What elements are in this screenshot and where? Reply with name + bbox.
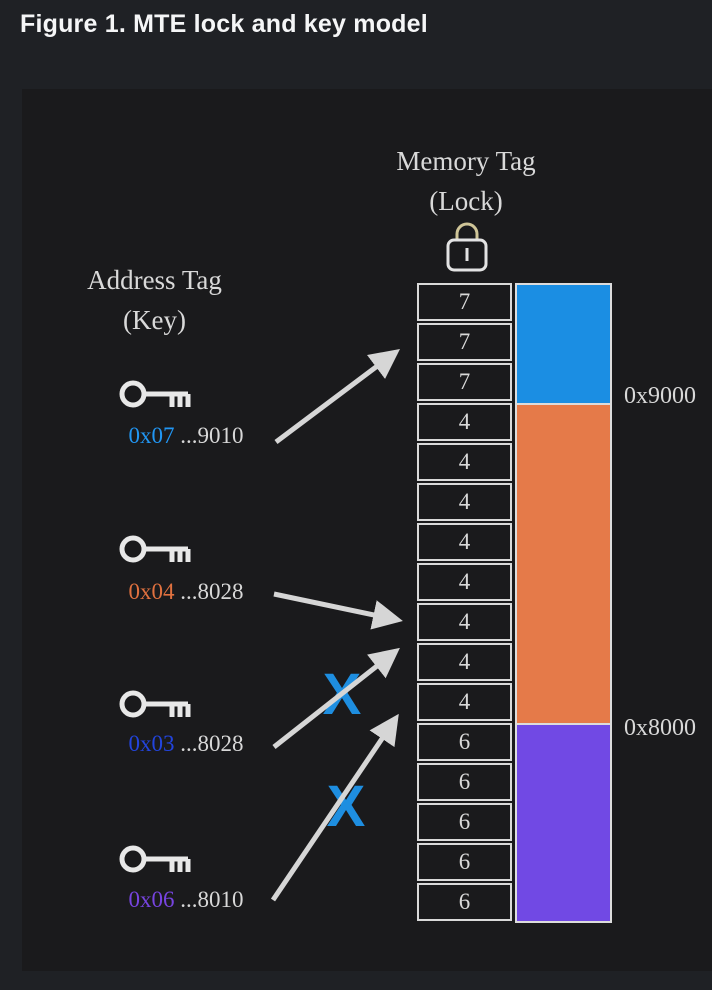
memory-tag-cell: 6 xyxy=(417,883,512,921)
memory-tag-cell: 4 xyxy=(417,603,512,641)
address-tag-header: Address Tag (Key) xyxy=(57,260,252,340)
key-label: 0x06 ...8010 xyxy=(105,887,267,913)
memory-tag-cell: 6 xyxy=(417,723,512,761)
mismatch-x-icon: X xyxy=(326,774,366,839)
memory-tag-cell: 6 xyxy=(417,843,512,881)
key-icon xyxy=(119,380,191,408)
purple-allocation xyxy=(517,723,610,921)
key-label: 0x07 ...9010 xyxy=(105,423,267,449)
key-tag-value: 0x06 xyxy=(128,887,175,912)
address-tag-header-line1: Address Tag xyxy=(87,265,222,295)
key-tag-value: 0x04 xyxy=(128,579,175,604)
orange-allocation xyxy=(517,403,610,723)
memory-tag-cell: 4 xyxy=(417,563,512,601)
memory-tag-header-line1: Memory Tag xyxy=(396,146,536,176)
memory-tag-cell: 6 xyxy=(417,763,512,801)
memory-tag-cell: 7 xyxy=(417,323,512,361)
allocation-color-column xyxy=(515,283,612,923)
memory-tag-header: Memory Tag (Lock) xyxy=(356,141,576,221)
key-address-suffix: ...8010 xyxy=(180,887,244,912)
memory-tag-cell: 4 xyxy=(417,443,512,481)
figure-title: Figure 1. MTE lock and key model xyxy=(20,10,428,38)
key-address-suffix: ...9010 xyxy=(180,423,244,448)
memory-tag-cell: 6 xyxy=(417,803,512,841)
key-tag-value: 0x07 xyxy=(128,423,175,448)
key-tag-value: 0x03 xyxy=(128,731,175,756)
memory-tag-cell: 4 xyxy=(417,403,512,441)
key-icon xyxy=(119,845,191,873)
memory-tag-cell: 4 xyxy=(417,523,512,561)
blue-allocation xyxy=(517,285,610,403)
key-label: 0x04 ...8028 xyxy=(105,579,267,605)
memory-tag-header-line2: (Lock) xyxy=(429,186,503,216)
memory-tag-cell: 7 xyxy=(417,283,512,321)
memory-tag-cell: 4 xyxy=(417,643,512,681)
key-label: 0x03 ...8028 xyxy=(105,731,267,757)
memory-tag-cell: 4 xyxy=(417,683,512,721)
memory-tag-cell: 7 xyxy=(417,363,512,401)
key-icon xyxy=(119,690,191,718)
address-label-0x9000: 0x9000 xyxy=(624,383,696,409)
key-address-suffix: ...8028 xyxy=(180,579,244,604)
key-icon xyxy=(119,535,191,563)
address-label-0x8000: 0x8000 xyxy=(624,715,696,741)
memory-tag-cell: 4 xyxy=(417,483,512,521)
address-tag-header-line2: (Key) xyxy=(123,305,186,335)
key-address-suffix: ...8028 xyxy=(180,731,244,756)
lock-icon xyxy=(446,222,488,272)
mismatch-x-icon: X xyxy=(322,662,362,727)
